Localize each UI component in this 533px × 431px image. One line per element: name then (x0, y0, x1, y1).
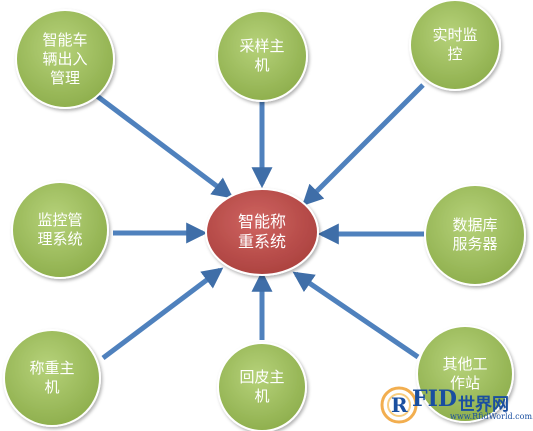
arrow-vehicle-access-to-center (91, 91, 234, 199)
node-weighing-host (3, 329, 101, 427)
node-realtime-monitor (409, 0, 501, 91)
watermark-brand: 世界网 (458, 395, 509, 415)
node-vehicle-access (15, 9, 115, 109)
node-label-weighing-host: 称重主 机 (29, 359, 75, 396)
rfid-logo-icon: R (380, 386, 418, 424)
node-label-monitor-mgmt: 监控管 理系统 (37, 211, 83, 248)
node-label-tare-host: 回皮主 机 (239, 368, 285, 405)
node-label-vehicle-access: 智能车 辆出入 管理 (42, 30, 88, 87)
node-label-realtime-monitor: 实时监 控 (432, 26, 478, 63)
arrow-other-station-to-center (292, 271, 420, 360)
node-sampling-host (216, 10, 308, 102)
center-node-label: 智能称 重系统 (237, 212, 286, 251)
node-label-other-station: 其他工 作站 (442, 355, 488, 392)
watermark-url: www.RfidWorld.com.cn (450, 412, 533, 421)
node-label-db-server: 数据库 服务器 (452, 216, 498, 253)
node-label-sampling-host: 采样主 机 (239, 37, 285, 74)
svg-text:R: R (391, 393, 408, 417)
node-tare-host (217, 342, 307, 431)
arrow-realtime-monitor-to-center (302, 83, 425, 206)
node-other-station (416, 325, 514, 423)
rfidworld-watermark: R FID 世界网 www.RfidWorld.com.cn (378, 384, 533, 426)
center-node-weighing-system (205, 188, 319, 276)
node-monitor-mgmt (11, 181, 109, 279)
node-db-server (424, 184, 526, 286)
arrow-weighing-host-to-center (101, 267, 224, 360)
